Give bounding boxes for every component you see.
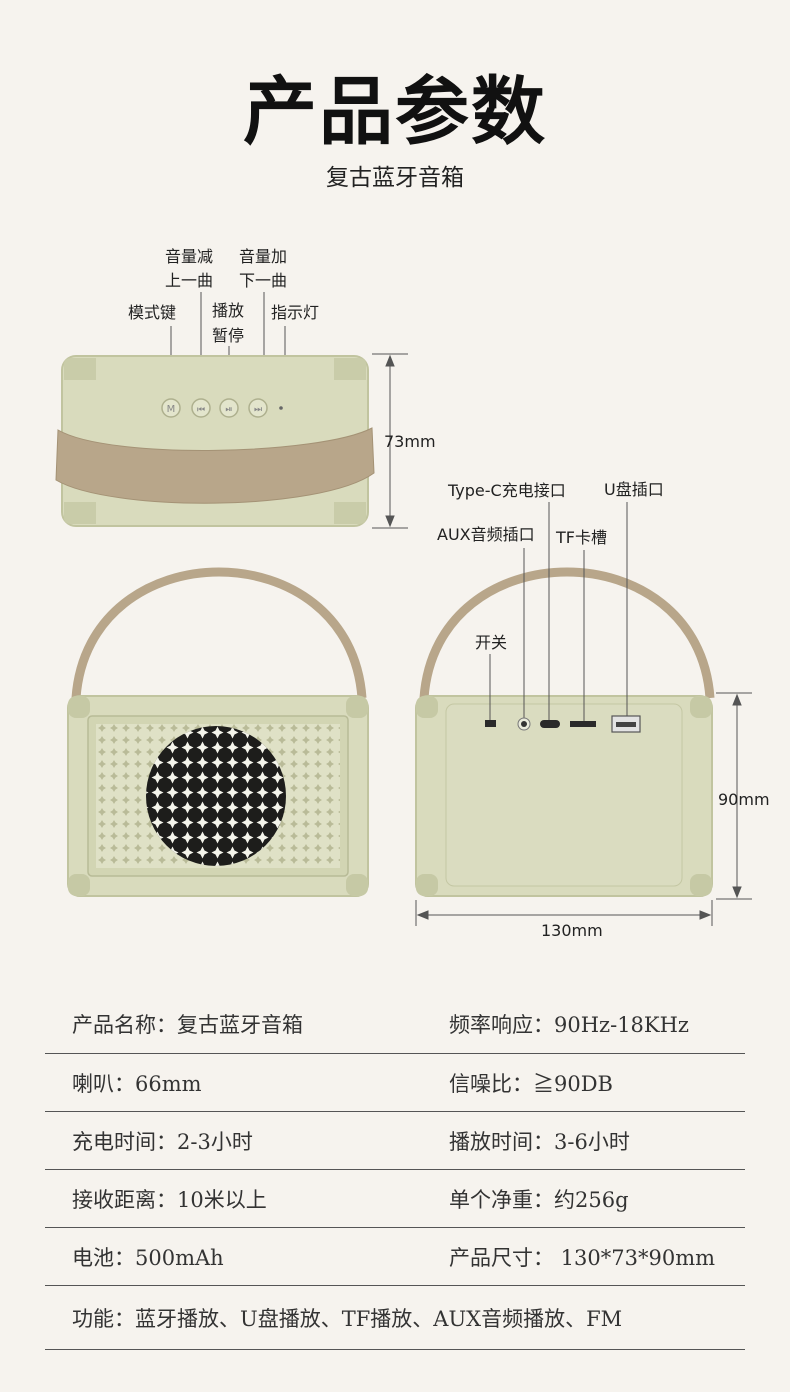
indicator-light <box>279 406 283 410</box>
spec-product-name: 产品名称：复古蓝牙音箱 <box>72 1013 303 1037</box>
page-title: 产品参数 <box>243 69 547 155</box>
spec-row: 接收距离：10米以上 单个净重：约256g <box>45 1170 745 1228</box>
mode-button-glyph: M <box>167 404 176 415</box>
back-handle <box>419 567 715 699</box>
back-leader-lines <box>489 502 628 722</box>
spec-snr: 信噪比：≧90DB <box>449 1071 613 1096</box>
top-view: 音量减 上一曲 音量加 下一曲 模式键 播放 暂停 指示灯 M ⏮ <box>55 247 436 529</box>
back-panel <box>445 703 683 887</box>
spec-features: 功能：蓝牙播放、U盘播放、TF播放、AUX音频播放、FM <box>72 1306 623 1331</box>
spec-row: 功能：蓝牙播放、U盘播放、TF播放、AUX音频播放、FM <box>45 1286 745 1350</box>
spec-row: 充电时间：2-3小时 播放时间：3-6小时 <box>45 1112 745 1170</box>
spec-frequency: 频率响应：90Hz-18KHz <box>449 1013 689 1037</box>
tf-slot <box>570 721 596 727</box>
page-subtitle: 复古蓝牙音箱 <box>326 165 464 191</box>
spec-size: 产品尺寸： 130*73*90mm <box>449 1245 716 1270</box>
top-dimension-line <box>372 353 408 529</box>
dimension-height: 90mm <box>718 790 770 809</box>
dimension-depth: 73mm <box>384 432 436 451</box>
spec-range: 接收距离：10米以上 <box>72 1187 267 1212</box>
back-width-dimension <box>415 900 713 926</box>
front-handle <box>71 567 367 699</box>
spec-battery: 电池：500mAh <box>72 1245 224 1270</box>
label-typec: Type-C充电接口 <box>447 481 566 500</box>
label-indicator: 指示灯 <box>271 303 319 322</box>
spec-table: 产品名称：复古蓝牙音箱 频率响应：90Hz-18KHz 喇叭：66mm 信噪比：… <box>45 995 745 1350</box>
label-vol-down-1: 音量减 <box>165 247 213 266</box>
label-play-2: 暂停 <box>212 326 244 345</box>
spec-weight: 单个净重：约256g <box>449 1187 629 1212</box>
top-strap <box>55 427 375 504</box>
label-play-1: 播放 <box>212 301 244 320</box>
product-diagram: 音量减 上一曲 音量加 下一曲 模式键 播放 暂停 指示灯 M ⏮ <box>55 247 770 940</box>
label-mode: 模式键 <box>128 303 176 322</box>
label-tf: TF卡槽 <box>555 528 607 547</box>
spec-speaker: 喇叭：66mm <box>72 1071 202 1096</box>
top-buttons <box>161 398 268 418</box>
label-vol-up-2: 下一曲 <box>239 271 287 290</box>
dimension-width: 130mm <box>541 921 603 940</box>
label-vol-up-1: 音量加 <box>239 247 287 266</box>
label-vol-down-2: 上一曲 <box>165 271 213 290</box>
power-switch <box>485 720 496 727</box>
typec-port <box>540 720 560 728</box>
back-view: Type-C充电接口 U盘插口 AUX音频插口 TF卡槽 开关 <box>415 480 770 940</box>
front-view <box>67 567 369 897</box>
prev-icon: ⏮ <box>197 405 205 415</box>
spec-play-time: 播放时间：3-6小时 <box>449 1129 630 1154</box>
spec-row: 产品名称：复古蓝牙音箱 频率响应：90Hz-18KHz <box>45 995 745 1054</box>
play-pause-icon: ⏯ <box>225 405 232 415</box>
label-switch: 开关 <box>475 633 507 652</box>
label-usb: U盘插口 <box>604 480 664 499</box>
back-height-dimension <box>716 692 752 900</box>
spec-row: 电池：500mAh 产品尺寸： 130*73*90mm <box>45 1228 745 1286</box>
spec-charge-time: 充电时间：2-3小时 <box>72 1129 253 1154</box>
label-aux: AUX音频插口 <box>437 525 535 544</box>
spec-row: 喇叭：66mm 信噪比：≧90DB <box>45 1054 745 1112</box>
next-icon: ⏭ <box>254 405 262 415</box>
